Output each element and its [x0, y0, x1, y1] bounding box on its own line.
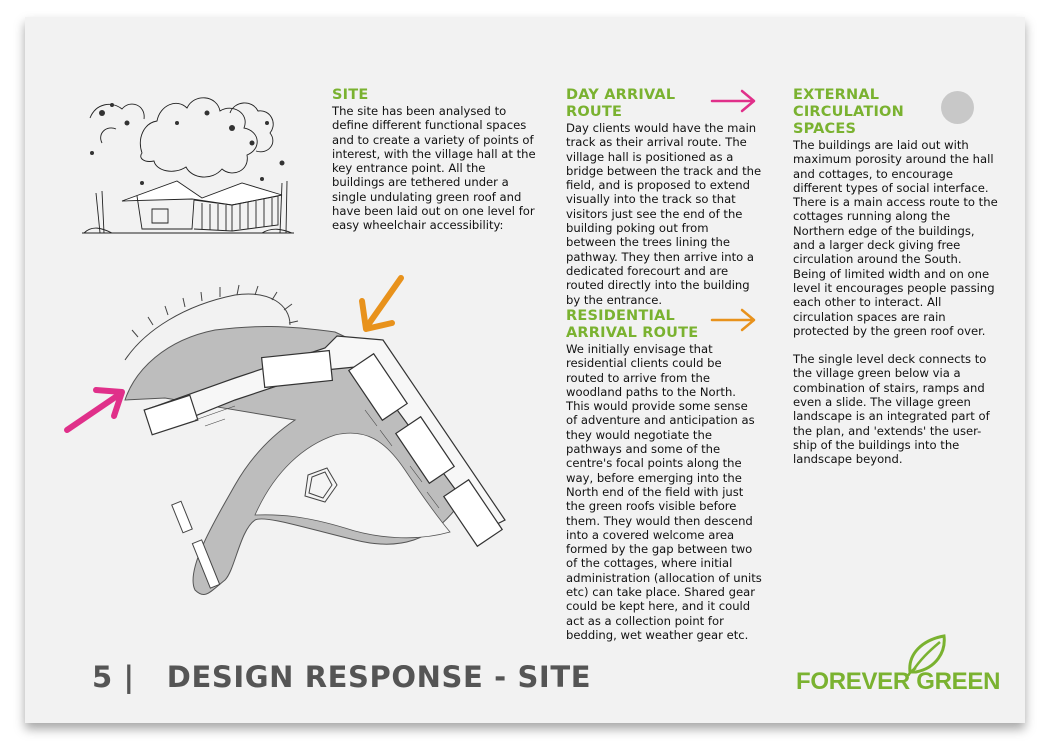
external-circulation-section: EXTERNAL CIRCULATION SPACES The building… — [793, 87, 998, 467]
day-arrival-body: Day clients would have the main track as… — [566, 121, 762, 307]
residential-route-arrow-icon — [710, 308, 756, 332]
day-arrival-heading: DAY ARRIVAL ROUTE — [566, 87, 676, 120]
site-heading: SITE — [332, 87, 369, 103]
day-arrival-section: DAY ARRIVAL ROUTE Day clients would have… — [566, 87, 762, 307]
site-plan — [124, 284, 506, 595]
footer-separator: | — [123, 660, 135, 694]
footer-title: 5 | DESIGN RESPONSE - SITE — [92, 660, 591, 694]
external-circulation-body-2: The single level deck connects to the vi… — [793, 352, 990, 467]
leaf-logo-icon — [906, 634, 946, 676]
residential-arrival-heading: RESIDENTIAL ARRIVAL ROUTE — [566, 308, 699, 341]
site-section: SITE The site has been analysed to defin… — [332, 87, 537, 233]
residential-arrival-section: RESIDENTIAL ARRIVAL ROUTE We initially e… — [566, 308, 762, 642]
section-title: DESIGN RESPONSE - SITE — [166, 660, 592, 694]
residential-route-plan-arrow-icon — [359, 275, 404, 332]
day-route-arrow-icon — [710, 89, 756, 113]
logo-text: FOREVER GREEN — [796, 668, 1001, 695]
site-body: The site has been analysed to define dif… — [332, 104, 536, 233]
building-sketch — [82, 97, 294, 234]
circulation-dot-icon — [941, 91, 974, 124]
residential-arrival-body: We initially envisage that residential c… — [566, 342, 762, 642]
forever-green-logo: FOREVER GREEN — [796, 632, 1006, 702]
day-route-plan-arrow-icon — [64, 387, 125, 433]
external-circulation-body-1: The buildings are laid out with maximum … — [793, 138, 998, 338]
page-number: 5 — [92, 660, 113, 694]
external-circulation-heading: EXTERNAL CIRCULATION SPACES — [793, 87, 904, 137]
